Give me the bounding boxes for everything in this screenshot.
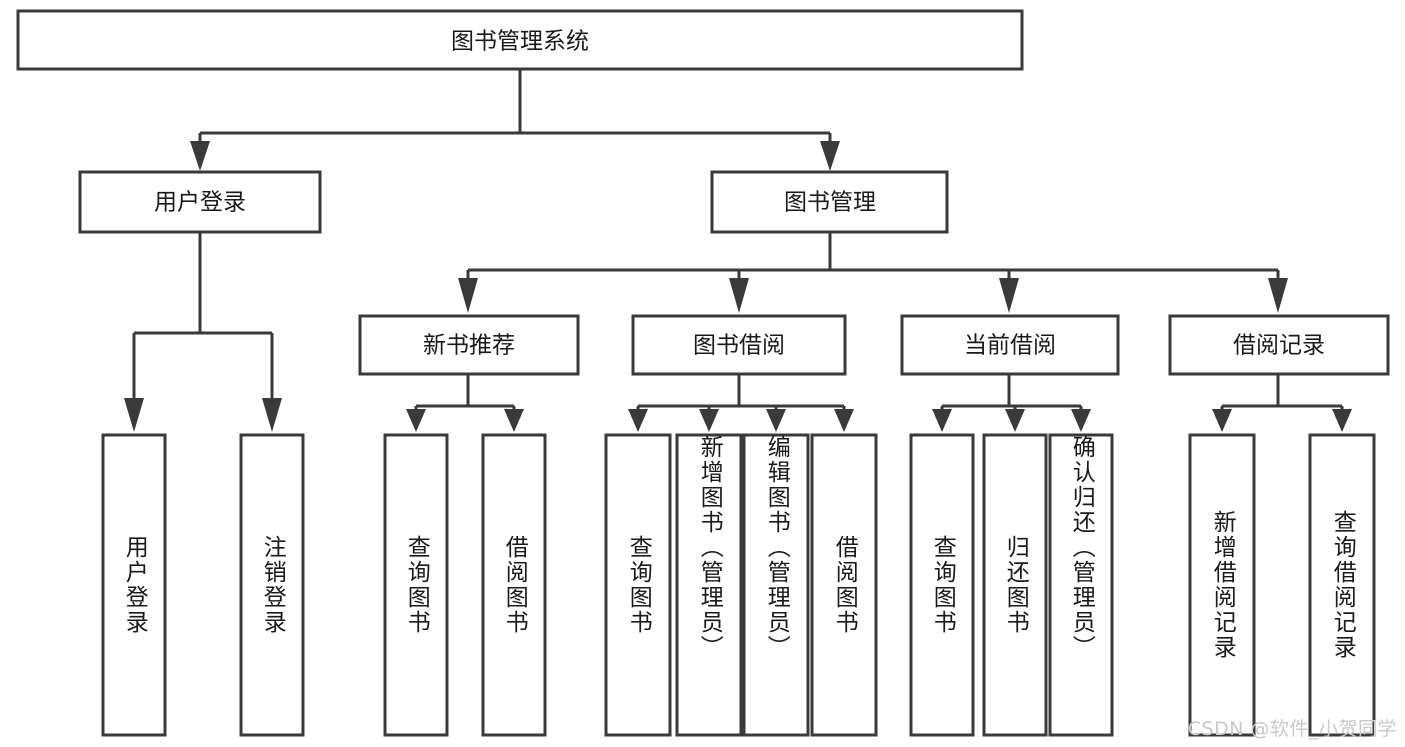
arrow-head-leaf-borrow-book-2 xyxy=(834,409,854,432)
arrow-head-leaf-query-book-2 xyxy=(628,409,648,432)
leaf-box-edit-book[interactable] xyxy=(742,433,810,737)
node-current-borrow-box[interactable] xyxy=(900,314,1120,376)
node-borrow-record-box[interactable] xyxy=(1168,314,1390,376)
node-book-borrow-box[interactable] xyxy=(631,314,847,376)
arrow-head-borrow-record xyxy=(1268,278,1288,313)
node-user-login[interactable]: 用户登录 xyxy=(78,170,322,234)
node-new-book-recommend-label: 新书推荐 xyxy=(423,333,515,359)
leaf-box-query-book-3[interactable] xyxy=(909,433,975,737)
node-user-login-box[interactable] xyxy=(78,170,322,234)
arrow-head-leaf-query-book-3 xyxy=(932,409,952,432)
node-book-management-label: 图书管理 xyxy=(784,190,876,216)
connector-group-borrow-record xyxy=(1212,374,1352,432)
arrow-head-leaf-query-record xyxy=(1332,409,1352,432)
node-current-borrow-label: 当前借阅 xyxy=(964,333,1056,359)
arrow-head-leaf-borrow-book-1 xyxy=(504,409,524,432)
node-book-management-box[interactable] xyxy=(710,170,949,234)
node-root-box[interactable] xyxy=(16,9,1024,71)
node-borrow-record[interactable]: 借阅记录 xyxy=(1168,314,1390,376)
node-borrow-record-label: 借阅记录 xyxy=(1233,333,1325,359)
leaf-box-query-book-2[interactable] xyxy=(604,433,672,737)
arrow-head-leaf-edit-book xyxy=(766,409,786,432)
arrow-head-book-borrow xyxy=(729,278,749,313)
node-book-borrow[interactable]: 图书借阅 xyxy=(631,314,847,376)
arrow-head-leaf-add-book xyxy=(699,409,719,432)
arrow-head-new-book-rec xyxy=(458,278,478,313)
arrow-head-user-login xyxy=(190,141,210,171)
leaf-box-add-book[interactable] xyxy=(675,433,743,737)
leaf-box-query-book-1[interactable] xyxy=(383,433,449,737)
leaf-box-confirm-return[interactable] xyxy=(1048,433,1114,737)
connector-group-new-book-recommend xyxy=(406,374,524,432)
arrow-head-leaf-query-book-1 xyxy=(406,409,426,432)
leaf-box-borrow-book-2[interactable] xyxy=(810,433,878,737)
arrow-head-current-borrow xyxy=(999,278,1019,313)
node-book-borrow-label: 图书借阅 xyxy=(693,333,785,359)
connector-group-book-borrow xyxy=(628,374,854,432)
watermark-text: CSDN @软件_小贺同学 xyxy=(1187,718,1397,740)
leaf-box-query-record[interactable] xyxy=(1308,433,1376,737)
node-root-book-management-system[interactable]: 图书管理系统 xyxy=(16,9,1024,71)
node-user-login-label: 用户登录 xyxy=(154,190,246,216)
leaf-box-user-login[interactable] xyxy=(101,433,167,737)
node-current-borrow[interactable]: 当前借阅 xyxy=(900,314,1120,376)
arrow-head-leaf-confirm-return xyxy=(1071,409,1091,432)
arrow-head-leaf-add-record xyxy=(1212,409,1232,432)
node-new-book-recommend-box[interactable] xyxy=(358,314,580,376)
node-new-book-recommend[interactable]: 新书推荐 xyxy=(358,314,580,376)
leaf-box-borrow-book-1[interactable] xyxy=(481,433,547,737)
leaf-box-add-record[interactable] xyxy=(1188,433,1256,737)
node-root-label: 图书管理系统 xyxy=(451,29,589,55)
connector-group-current-borrow xyxy=(932,374,1091,432)
arrow-head-leaf-return-book xyxy=(1005,409,1025,432)
arrow-head-book-mgmt xyxy=(820,141,840,171)
connector-group-user-login xyxy=(124,232,282,432)
arrow-head-leaf-user-login xyxy=(124,398,144,432)
leaf-box-group xyxy=(101,433,1376,737)
node-book-management[interactable]: 图书管理 xyxy=(710,170,949,234)
connector-group-root xyxy=(190,69,840,171)
leaf-box-return-book[interactable] xyxy=(982,433,1048,737)
arrow-head-leaf-logout xyxy=(262,398,282,432)
leaf-box-logout[interactable] xyxy=(239,433,305,737)
connector-group-book-management xyxy=(458,232,1288,313)
